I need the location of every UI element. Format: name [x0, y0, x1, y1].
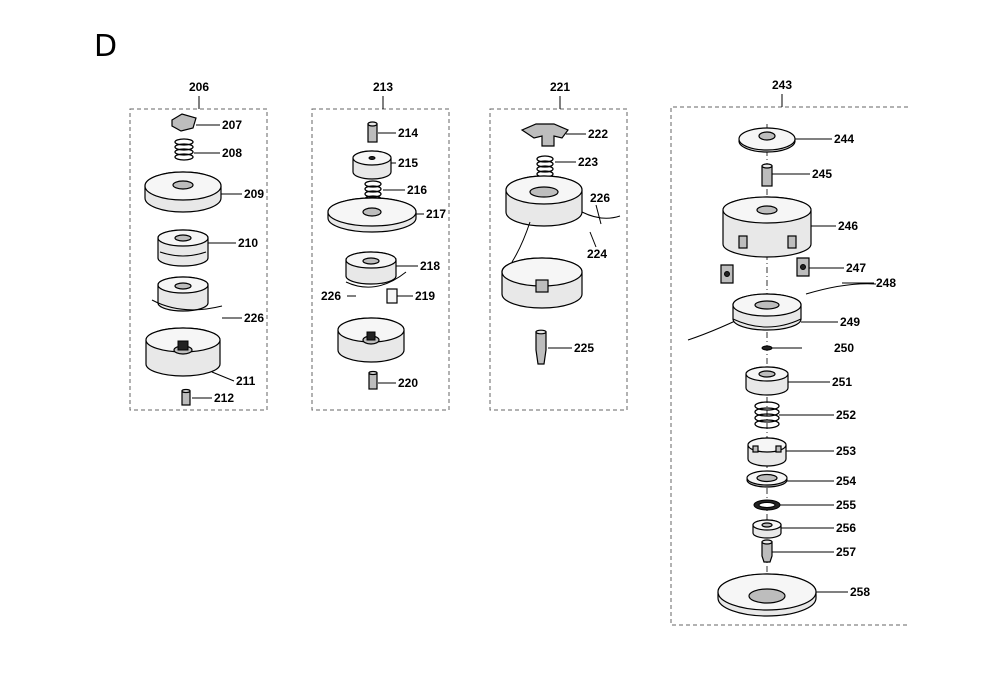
label-246: 246 [838, 219, 858, 233]
label-248: 248 [876, 276, 896, 290]
label-226-a: 226 [244, 311, 264, 325]
label-252: 252 [836, 408, 856, 422]
part-252-spring [754, 401, 780, 429]
part-245-bolt [761, 163, 773, 187]
group-243: 243 [670, 78, 908, 626]
label-225: 225 [574, 341, 594, 355]
label-215: 215 [398, 156, 418, 170]
group-221-label: 221 [550, 80, 570, 94]
part-258-bump-cap [717, 573, 817, 617]
part-220-pin [368, 370, 378, 390]
section-letter: D [94, 29, 117, 64]
group-221-box [489, 108, 628, 411]
label-219: 219 [415, 289, 435, 303]
label-251: 251 [832, 375, 852, 389]
label-226-c: 226 [590, 191, 610, 205]
label-255: 255 [836, 498, 856, 512]
part-housing-213 [337, 317, 405, 363]
group-206-box [129, 108, 268, 411]
group-213-label: 213 [373, 80, 393, 94]
label-250: 250 [834, 341, 854, 355]
label-258: 258 [850, 585, 870, 599]
part-210-spool [157, 229, 209, 267]
part-215-knob [352, 150, 392, 180]
label-223: 223 [578, 155, 598, 169]
part-spool-221 [505, 175, 621, 263]
label-254: 254 [836, 474, 856, 488]
label-224: 224 [587, 247, 607, 261]
label-209: 209 [244, 187, 264, 201]
part-251-hub [745, 366, 789, 396]
label-257: 257 [836, 545, 856, 559]
group-213-box [311, 108, 450, 411]
part-217-cover [327, 197, 417, 233]
part-207-knob [171, 113, 197, 132]
group-206: 206 [129, 80, 268, 411]
part-225-pin [535, 329, 547, 365]
part-212-pin [181, 388, 191, 406]
label-222: 222 [588, 127, 608, 141]
label-247: 247 [846, 261, 866, 275]
label-208: 208 [222, 146, 242, 160]
label-244: 244 [834, 132, 854, 146]
group-206-label: 206 [189, 80, 209, 94]
label-245: 245 [812, 167, 832, 181]
label-212: 212 [214, 391, 234, 405]
part-257-stud [761, 539, 773, 563]
part-244-cap [738, 127, 796, 153]
label-214: 214 [398, 126, 418, 140]
label-211: 211 [236, 374, 256, 388]
label-210: 210 [238, 236, 258, 250]
part-218-spool [345, 251, 407, 288]
part-223-spring [536, 155, 554, 178]
part-211-housing [145, 327, 221, 377]
part-208-spring [174, 138, 194, 161]
part-250-washer [761, 345, 773, 351]
label-256: 256 [836, 521, 856, 535]
label-220: 220 [398, 376, 418, 390]
part-219-tab [386, 288, 398, 304]
part-209-cover [144, 171, 222, 213]
part-254-ring [746, 470, 788, 488]
part-255-oring [753, 499, 781, 511]
part-spool-lower [151, 276, 223, 312]
part-housing-221 [501, 257, 583, 309]
part-248-line [805, 283, 877, 295]
group-243-box [670, 106, 908, 626]
label-207: 207 [222, 118, 242, 132]
part-222-knob [520, 123, 569, 147]
part-256-bushing [752, 519, 782, 539]
part-214-bolt [367, 121, 378, 143]
label-249: 249 [840, 315, 860, 329]
label-217: 217 [426, 207, 446, 221]
part-247-tabs [720, 257, 810, 284]
part-246-housing [722, 196, 812, 258]
part-249-spool [687, 293, 802, 341]
group-213: 213 [311, 80, 450, 411]
label-216: 216 [407, 183, 427, 197]
group-243-label: 243 [772, 78, 792, 92]
group-221: 221 [489, 80, 628, 411]
label-218: 218 [420, 259, 440, 273]
part-253-cup [747, 437, 787, 467]
label-253: 253 [836, 444, 856, 458]
label-226-b: 226 [321, 289, 341, 303]
